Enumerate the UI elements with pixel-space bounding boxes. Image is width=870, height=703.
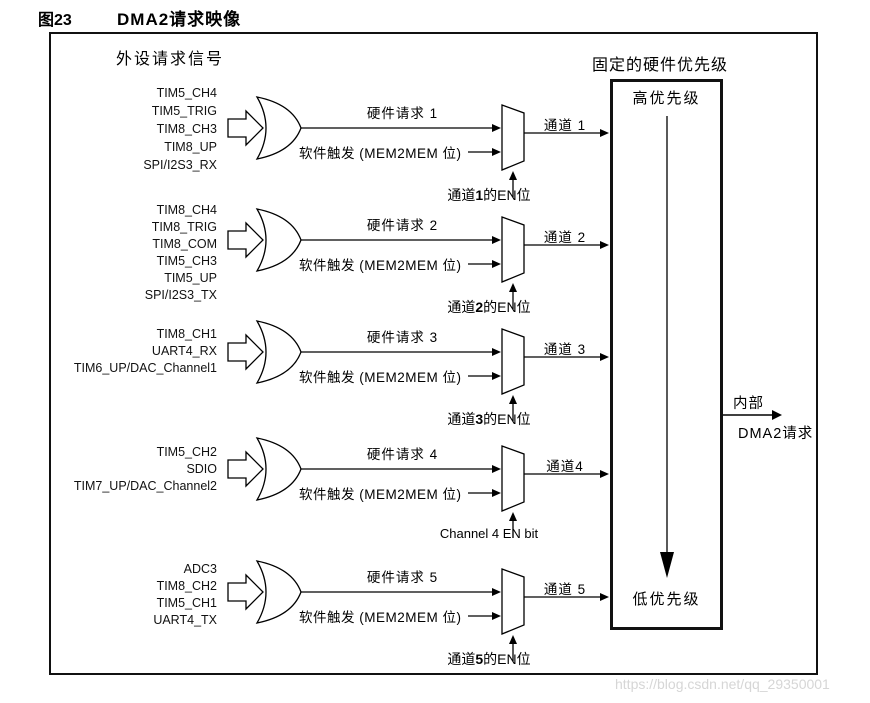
signal-name: TIM8_COM: [152, 237, 217, 251]
output-label-dma2-request: DMA2请求: [738, 426, 814, 442]
low-priority-label: 低优先级: [632, 591, 701, 608]
figure-number: 图23: [38, 12, 72, 29]
en-bit-label: Channel 4 EN bit: [439, 526, 539, 541]
hw-request-label: 硬件请求 4: [366, 447, 439, 462]
signal-name: ADC3: [183, 562, 217, 576]
en-bit-label: 通道1的EN位: [447, 187, 531, 203]
signal-name: TIM7_UP/DAC_Channel2: [73, 479, 217, 493]
channel-label: 通道4: [546, 459, 584, 474]
signal-name: TIM8_CH3: [156, 122, 217, 136]
signal-name: TIM6_UP/DAC_Channel1: [73, 361, 217, 375]
sw-trigger-label: 软件触发 (MEM2MEM 位): [299, 487, 462, 502]
signal-name: TIM8_CH4: [156, 203, 217, 217]
signal-name: TIM5_CH3: [156, 254, 217, 268]
hw-request-label: 硬件请求 5: [366, 570, 439, 585]
signal-name: TIM8_CH1: [156, 327, 217, 341]
signal-list: TIM8_CH1 UART4_RX TIM6_UP/DAC_Channel1: [55, 326, 217, 377]
priority-box: [610, 79, 723, 630]
output-label-internal: 内部: [733, 396, 764, 412]
channel-label: 通道 5: [543, 582, 587, 597]
signal-name: TIM5_UP: [164, 271, 217, 285]
priority-header: 固定的硬件优先级: [592, 57, 729, 74]
signal-name: TIM8_UP: [164, 140, 217, 154]
signal-name: UART4_TX: [153, 613, 217, 627]
hw-request-label: 硬件请求 1: [366, 106, 439, 121]
signal-list: TIM8_CH4 TIM8_TRIG TIM8_COM TIM5_CH3 TIM…: [55, 202, 217, 304]
channel-label: 通道 1: [543, 118, 587, 133]
sw-trigger-label: 软件触发 (MEM2MEM 位): [299, 258, 462, 273]
hw-request-label: 硬件请求 2: [366, 218, 439, 233]
signal-list: TIM5_CH2 SDIO TIM7_UP/DAC_Channel2: [55, 444, 217, 495]
channel-label: 通道 3: [543, 342, 587, 357]
signal-name: TIM5_TRIG: [151, 104, 217, 118]
signal-list: ADC3 TIM8_CH2 TIM5_CH1 UART4_TX: [55, 561, 217, 629]
en-bit-label: 通道2的EN位: [447, 299, 531, 315]
channel-label: 通道 2: [543, 230, 587, 245]
sw-trigger-label: 软件触发 (MEM2MEM 位): [299, 146, 462, 161]
signal-name: TIM5_CH2: [156, 445, 217, 459]
signal-name: SPI/I2S3_RX: [143, 158, 217, 172]
signal-name: SDIO: [186, 462, 217, 476]
signal-name: SPI/I2S3_TX: [144, 288, 217, 302]
signal-name: TIM5_CH1: [156, 596, 217, 610]
sw-trigger-label: 软件触发 (MEM2MEM 位): [299, 370, 462, 385]
watermark-url: https://blog.csdn.net/qq_29350001: [615, 676, 830, 692]
signal-name: TIM5_CH4: [156, 86, 217, 100]
hw-request-label: 硬件请求 3: [366, 330, 439, 345]
high-priority-label: 高优先级: [632, 90, 701, 107]
en-bit-label: 通道5的EN位: [447, 651, 531, 667]
figure-title: DMA2请求映像: [117, 10, 242, 29]
peripheral-signals-header: 外设请求信号: [116, 51, 225, 68]
signal-name: TIM8_TRIG: [151, 220, 217, 234]
signal-name: UART4_RX: [151, 344, 217, 358]
signal-name: TIM8_CH2: [156, 579, 217, 593]
sw-trigger-label: 软件触发 (MEM2MEM 位): [299, 610, 462, 625]
en-bit-label: 通道3的EN位: [447, 411, 531, 427]
signal-list: TIM5_CH4 TIM5_TRIG TIM8_CH3 TIM8_UP SPI/…: [55, 84, 217, 174]
